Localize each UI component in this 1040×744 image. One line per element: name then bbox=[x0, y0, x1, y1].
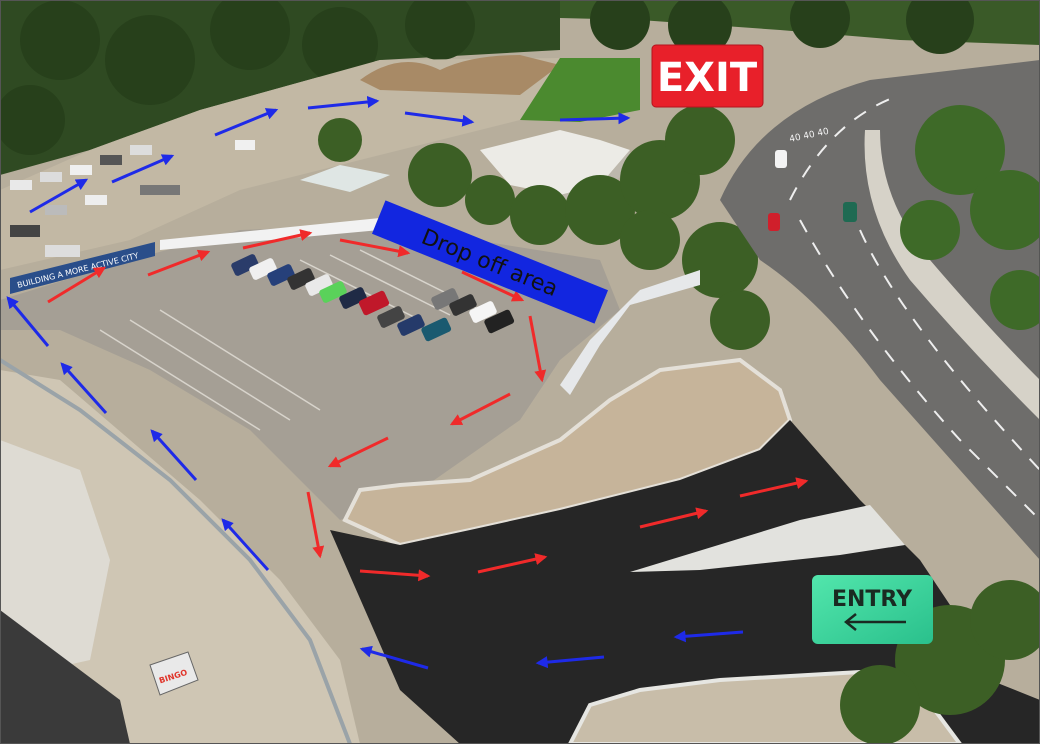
construction-yard bbox=[0, 58, 560, 270]
dirt-mounds bbox=[360, 55, 560, 95]
inbound-traffic-arrows bbox=[6, 95, 744, 670]
outbound-arrow-icon bbox=[147, 249, 211, 277]
outbound-arrow-icon bbox=[47, 266, 107, 304]
inbound-arrow-icon bbox=[673, 630, 744, 643]
footpath bbox=[864, 130, 1040, 420]
inbound-arrow-icon bbox=[559, 112, 631, 125]
white-fence bbox=[160, 218, 380, 250]
inbound-arrow-icon bbox=[221, 518, 270, 572]
inbound-arrow-icon bbox=[60, 362, 108, 415]
concrete-slab bbox=[0, 440, 110, 680]
skip-bin: BINGO bbox=[149, 651, 199, 696]
entry-sign: ENTRY bbox=[812, 575, 933, 644]
car-on-road bbox=[775, 150, 787, 168]
median-island bbox=[630, 505, 905, 572]
inbound-arrow-icon bbox=[6, 296, 50, 347]
inbound-arrow-icon bbox=[111, 154, 175, 184]
tree-canopy-texture bbox=[0, 0, 974, 155]
inbound-arrow-icon bbox=[359, 645, 429, 670]
outbound-arrow-icon bbox=[739, 477, 809, 498]
outbound-traffic-arrows bbox=[47, 229, 809, 582]
entry-left-arrow-icon bbox=[843, 613, 906, 631]
outbound-arrow-icon bbox=[306, 491, 325, 559]
car-on-road bbox=[843, 202, 857, 222]
roadside-trees bbox=[900, 105, 1040, 330]
outbound-arrow-icon bbox=[242, 229, 313, 250]
exit-sign: EXIT bbox=[651, 44, 764, 108]
outbound-arrow-icon bbox=[339, 238, 411, 258]
inbound-arrow-icon bbox=[535, 655, 605, 669]
entry-sign-label: ENTRY bbox=[832, 587, 913, 612]
outbound-arrow-icon bbox=[461, 270, 525, 302]
inbound-arrow-icon bbox=[150, 429, 198, 482]
outbound-arrow-icon bbox=[327, 436, 389, 468]
parked-cars-yard bbox=[10, 140, 255, 257]
parked-cars-lot bbox=[231, 254, 515, 342]
inbound-arrow-icon bbox=[307, 95, 380, 110]
outbound-arrow-icon bbox=[477, 553, 548, 574]
inbound-arrow-icon bbox=[29, 178, 89, 214]
outbound-arrow-icon bbox=[528, 315, 547, 383]
tree-cluster-center bbox=[318, 105, 770, 350]
outbound-arrow-icon bbox=[639, 507, 709, 529]
outbound-arrow-icon bbox=[449, 392, 511, 426]
site-fence bbox=[0, 358, 352, 744]
access-road bbox=[330, 420, 1040, 744]
exit-sign-label: EXIT bbox=[657, 55, 758, 101]
car-on-road bbox=[768, 213, 780, 231]
outbound-arrow-icon bbox=[359, 569, 431, 582]
inbound-arrow-icon bbox=[214, 108, 279, 137]
building-shadow bbox=[0, 610, 130, 744]
inbound-arrow-icon bbox=[404, 111, 475, 127]
white-fence bbox=[560, 270, 700, 395]
shade-tent bbox=[300, 165, 390, 192]
grass-field bbox=[520, 58, 640, 122]
